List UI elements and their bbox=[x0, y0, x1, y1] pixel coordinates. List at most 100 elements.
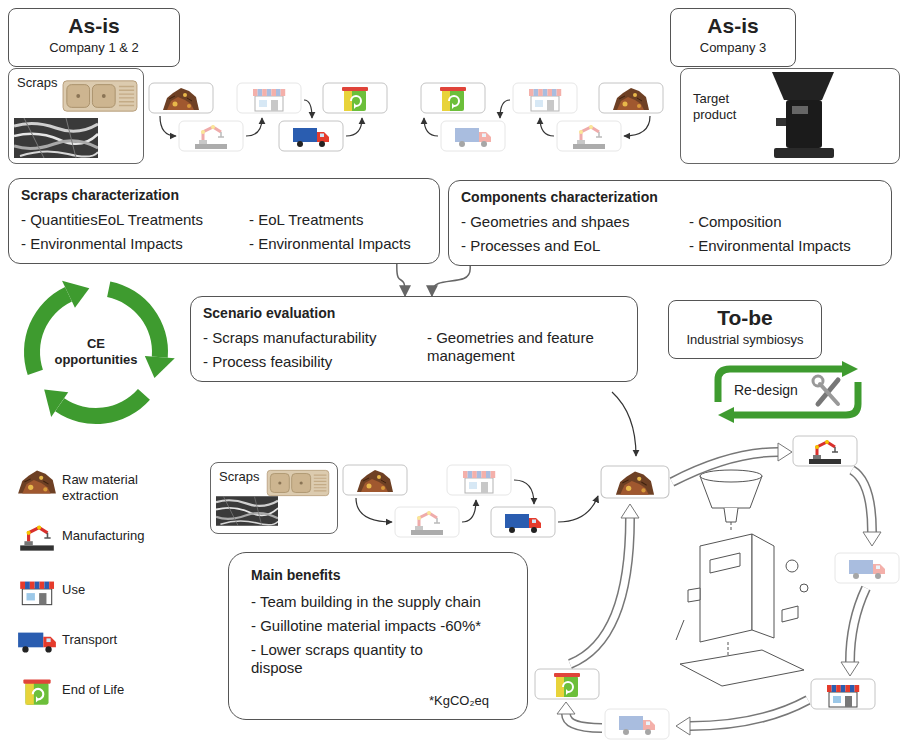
metal-scrap-photo bbox=[216, 496, 278, 526]
legend-icon bbox=[23, 679, 50, 704]
list-item: - Lower scraps quantity to dispose bbox=[251, 641, 451, 677]
flow-arrow bbox=[558, 496, 598, 522]
flow-arrow bbox=[160, 100, 362, 136]
characterization-box: Components characterization - Geometries … bbox=[448, 180, 892, 266]
cycle-arrowhead bbox=[145, 356, 175, 378]
legend-icon bbox=[16, 626, 58, 656]
legend-label: Transport bbox=[62, 632, 158, 648]
ce-cycle: CE opportunities bbox=[10, 272, 182, 432]
legend-item: Transport bbox=[16, 626, 166, 666]
lifecycle-icon bbox=[535, 669, 599, 699]
list-item: - Team building in the supply chain bbox=[251, 593, 481, 611]
lifecycle-icon bbox=[491, 507, 555, 537]
flow-connector bbox=[397, 264, 405, 296]
legend-icon bbox=[18, 471, 56, 494]
lifecycle-icon bbox=[605, 709, 669, 739]
legend-item: End of Life bbox=[16, 676, 166, 716]
stage-box: To-beIndustrial symbiosys bbox=[668, 300, 822, 359]
flow-arrow bbox=[424, 100, 650, 136]
flow-arrow bbox=[624, 116, 650, 136]
stage-box: As-isCompany 1 & 2 bbox=[8, 8, 180, 67]
flow-arrow bbox=[540, 118, 554, 136]
box-heading: Scenario evaluation bbox=[203, 305, 335, 322]
tools-icon bbox=[813, 376, 838, 404]
cycle-arrow bbox=[841, 588, 866, 676]
flow-arrow bbox=[612, 392, 636, 456]
cycle-label: CE opportunities bbox=[48, 336, 144, 367]
lifecycle-icon bbox=[179, 121, 243, 151]
flow-connector bbox=[432, 266, 470, 296]
list-item: - QuantitiesEoL Treatments bbox=[21, 211, 203, 229]
redesign-label: Re-design bbox=[734, 382, 798, 399]
flow-arrow bbox=[304, 100, 312, 118]
panel-heading: Target product bbox=[693, 91, 759, 122]
list-item: - EoL Treatments bbox=[249, 211, 364, 229]
metal-scrap-photo bbox=[14, 118, 98, 158]
cycle-arc bbox=[55, 389, 150, 424]
list-item: - Scraps manufacturability bbox=[203, 329, 376, 347]
lifecycle-icon bbox=[793, 436, 857, 466]
stage-subtitle: Company 1 & 2 bbox=[49, 40, 139, 56]
legend-icon bbox=[16, 466, 58, 496]
scraps-panel: Scraps bbox=[210, 462, 338, 534]
flow-arrow bbox=[424, 118, 438, 136]
panel-heading: Scraps bbox=[17, 75, 57, 91]
list-item: - Guillotine material impacts -60%* bbox=[251, 617, 481, 635]
benefits-box: Main benefits - Team building in the supp… bbox=[228, 552, 528, 720]
cycle-arrow bbox=[557, 702, 602, 728]
cycle-arc bbox=[107, 281, 168, 357]
lifecycle-icon bbox=[441, 121, 505, 151]
lifecycle-icon bbox=[237, 83, 301, 113]
box-heading: Scraps characterization bbox=[21, 187, 179, 204]
cycle-arrowhead bbox=[62, 281, 89, 308]
lifecycle-icon bbox=[513, 83, 577, 113]
cycle-arrow bbox=[852, 470, 881, 546]
cycle-arrowhead bbox=[44, 390, 68, 417]
flow-arrow bbox=[514, 480, 534, 504]
lifecycle-icon bbox=[557, 121, 621, 151]
legend-item: Manufacturing bbox=[16, 522, 166, 562]
stage-subtitle: Company 3 bbox=[700, 40, 766, 56]
product-panel: Target product bbox=[680, 68, 900, 164]
lifecycle-icon bbox=[601, 466, 669, 498]
legend-icon bbox=[20, 525, 54, 550]
list-item: - Composition bbox=[689, 213, 782, 231]
redesign-arrow: Re-design bbox=[704, 360, 872, 424]
legend-label: Manufacturing bbox=[62, 528, 158, 544]
legend-icon bbox=[16, 576, 58, 606]
flow-arrow bbox=[356, 498, 392, 522]
sink-photo bbox=[63, 81, 137, 111]
box-heading: Components characterization bbox=[461, 189, 658, 206]
characterization-box: Scraps characterization - QuantitiesEoL T… bbox=[8, 178, 440, 264]
lifecycle-icon bbox=[599, 83, 663, 113]
stage-title: As-is bbox=[707, 13, 758, 38]
flow-arrow bbox=[500, 100, 510, 118]
flow-arrow bbox=[462, 500, 476, 522]
stage-title: To-be bbox=[717, 305, 773, 330]
list-item: - Geometries and shpaes bbox=[461, 213, 629, 231]
lifecycle-icon bbox=[343, 465, 407, 495]
lifecycle-icon bbox=[811, 679, 875, 709]
grinder-photo bbox=[772, 72, 834, 158]
loop-arrow bbox=[718, 361, 858, 423]
lifecycle-icon bbox=[835, 553, 899, 583]
exploded-drawing bbox=[676, 470, 808, 686]
lifecycle-icon bbox=[279, 121, 343, 151]
list-item: - Geometries and feature management bbox=[427, 329, 627, 365]
flow-arrow bbox=[346, 118, 362, 136]
lifecycle-icon bbox=[323, 83, 387, 113]
legend-label: End of Life bbox=[62, 682, 158, 698]
list-item: - Environmental Impacts bbox=[21, 235, 183, 253]
list-item: - Environmental Impacts bbox=[249, 235, 411, 253]
panel-heading: Scraps bbox=[219, 469, 259, 485]
list-item: - Processes and EoL bbox=[461, 237, 600, 255]
flow-arrow bbox=[356, 392, 636, 522]
box-heading: Main benefits bbox=[251, 567, 340, 584]
stage-title: As-is bbox=[68, 13, 119, 38]
sink-photo bbox=[267, 470, 329, 495]
scenario-box: Scenario evaluation - Scraps manufacturab… bbox=[190, 296, 638, 382]
list-item: - Process feasibility bbox=[203, 353, 332, 371]
lifecycle-icon bbox=[421, 83, 485, 113]
legend-item: Raw material extraction bbox=[16, 466, 166, 506]
